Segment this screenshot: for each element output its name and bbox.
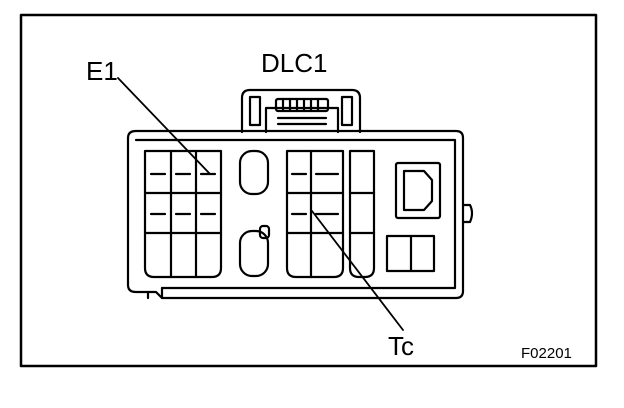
connector-name-label: DLC1 xyxy=(261,48,327,78)
left-cavity-block xyxy=(143,149,223,279)
center-slots xyxy=(238,149,271,278)
connector-lock-tab xyxy=(240,88,362,134)
connector-housing xyxy=(126,129,465,300)
middle-cavity-block xyxy=(285,149,345,279)
figure-frame xyxy=(19,13,598,368)
e1-leader-line xyxy=(117,77,211,175)
square-cavities xyxy=(385,234,436,273)
figure-code-label: F02201 xyxy=(521,345,572,362)
narrow-cavity-column xyxy=(348,149,376,279)
side-latch xyxy=(461,203,474,224)
keyed-cavity xyxy=(394,161,442,220)
tc-terminal-label: Tc xyxy=(388,331,414,361)
tc-leader-line xyxy=(311,210,404,331)
e1-terminal-label: E1 xyxy=(86,56,118,86)
